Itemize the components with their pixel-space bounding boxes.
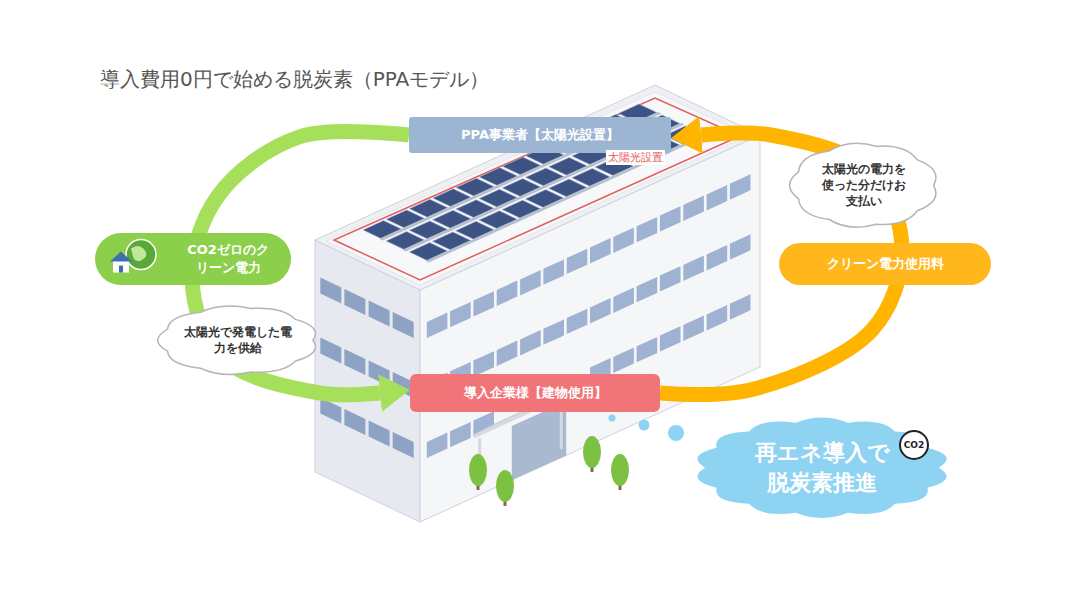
windows [730, 294, 751, 319]
windows [369, 361, 390, 387]
windows [707, 245, 728, 270]
speech-cloud: 太陽光で発電した電力を供給 [154, 304, 322, 376]
windows [637, 277, 658, 302]
thought-bubble-dots [639, 420, 650, 431]
windows [683, 196, 704, 221]
windows [520, 330, 541, 355]
node-text: クリーン電力使用料 [795, 255, 975, 273]
globe-house-icon [95, 233, 165, 284]
roof-label: 太陽光設置 [606, 150, 665, 165]
speech-cloud: 太陽光の電力を使った分だけお支払い [786, 141, 942, 230]
windows [613, 228, 634, 253]
diagram-title: 導入費用0円で始める脱炭素（PPAモデル） [100, 66, 489, 93]
trees [611, 454, 629, 486]
windows [660, 266, 681, 291]
windows [473, 351, 494, 376]
cloud-outline [154, 304, 322, 376]
windows [497, 341, 518, 366]
windows [683, 256, 704, 281]
solar-panels [363, 104, 708, 263]
windows [450, 302, 471, 327]
roof-outline [334, 98, 740, 280]
windows [427, 433, 448, 458]
windows [707, 185, 728, 210]
node-text: CO2ゼロのクリーン電力 [183, 241, 273, 276]
windows [393, 312, 414, 338]
label-box: CO2ゼロのクリーン電力 [95, 233, 291, 284]
windows [320, 338, 341, 364]
windows [567, 249, 588, 274]
node-text: 太陽光の電力を使った分だけお支払い [820, 161, 908, 210]
windows [393, 432, 414, 458]
windows [707, 305, 728, 330]
windows [543, 319, 564, 344]
trees [496, 470, 514, 502]
node-text: 導入企業様【建物使用】 [424, 384, 646, 402]
windows [344, 349, 365, 375]
node-text: 太陽光で発電した電力を供給 [184, 324, 292, 356]
windows [613, 288, 634, 313]
windows [369, 421, 390, 447]
building [315, 85, 760, 290]
windows [320, 278, 341, 304]
co2-icon: CO2 [899, 430, 929, 460]
windows [637, 337, 658, 362]
windows [520, 270, 541, 295]
windows [730, 234, 751, 259]
trees [469, 436, 629, 506]
trees [469, 454, 487, 486]
windows [450, 422, 471, 447]
thought-bubble-dots [668, 425, 684, 441]
trees [583, 436, 601, 468]
node-text: 再エネ導入で脱炭素推進 [746, 438, 898, 497]
building [315, 85, 760, 522]
label-box: 導入企業様【建物使用】 [410, 374, 660, 412]
windows [543, 259, 564, 284]
windows [613, 348, 634, 373]
building [326, 92, 749, 285]
windows [344, 289, 365, 315]
windows [427, 313, 448, 338]
windows [567, 309, 588, 334]
solar-panels [426, 134, 708, 263]
label-box: PPA事業者【太陽光設置】 [409, 117, 671, 153]
windows [497, 281, 518, 306]
building-details [320, 104, 750, 506]
thought-bubble-dots [609, 415, 685, 442]
windows [590, 298, 611, 323]
windows [344, 409, 365, 435]
windows [683, 316, 704, 341]
node-text: PPA事業者【太陽光設置】 [423, 126, 657, 144]
windows [637, 217, 658, 242]
windows [473, 291, 494, 316]
windows [660, 326, 681, 351]
windows [730, 174, 751, 199]
label-box: クリーン電力使用料 [779, 243, 991, 285]
thought-bubble-dots [609, 415, 616, 422]
windows [590, 238, 611, 263]
windows [369, 301, 390, 327]
windows [660, 206, 681, 231]
